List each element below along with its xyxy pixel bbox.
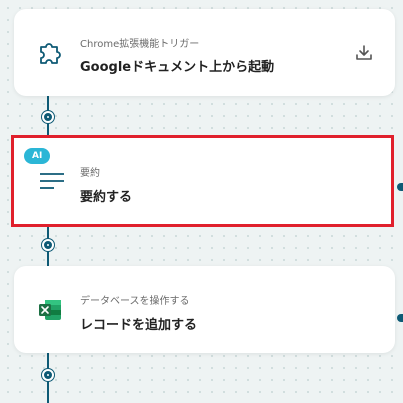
add-step-button[interactable] bbox=[42, 239, 54, 251]
ai-badge: AI bbox=[24, 148, 51, 164]
step-title: 要約する bbox=[80, 190, 133, 205]
edge-handle[interactable] bbox=[397, 314, 403, 322]
excel-icon bbox=[34, 294, 66, 326]
add-step-button[interactable] bbox=[42, 111, 54, 123]
step-card-summarize[interactable]: AI 要約 要約する bbox=[11, 135, 394, 227]
step-subtitle: データベースを操作する bbox=[80, 296, 190, 307]
summary-lines-icon bbox=[36, 165, 68, 197]
step-subtitle: 要約 bbox=[80, 168, 100, 179]
step-title: Googleドキュメント上から起動 bbox=[80, 60, 275, 75]
edge-handle[interactable] bbox=[397, 183, 403, 191]
puzzle-icon bbox=[34, 37, 66, 69]
step-card-trigger[interactable]: Chrome拡張機能トリガー Googleドキュメント上から起動 bbox=[14, 9, 395, 96]
download-icon[interactable] bbox=[353, 42, 375, 64]
step-card-database[interactable]: データベースを操作する レコードを追加する bbox=[14, 266, 395, 353]
add-step-button[interactable] bbox=[42, 369, 54, 381]
step-title: レコードを追加する bbox=[80, 318, 198, 333]
step-subtitle: Chrome拡張機能トリガー bbox=[80, 39, 200, 50]
